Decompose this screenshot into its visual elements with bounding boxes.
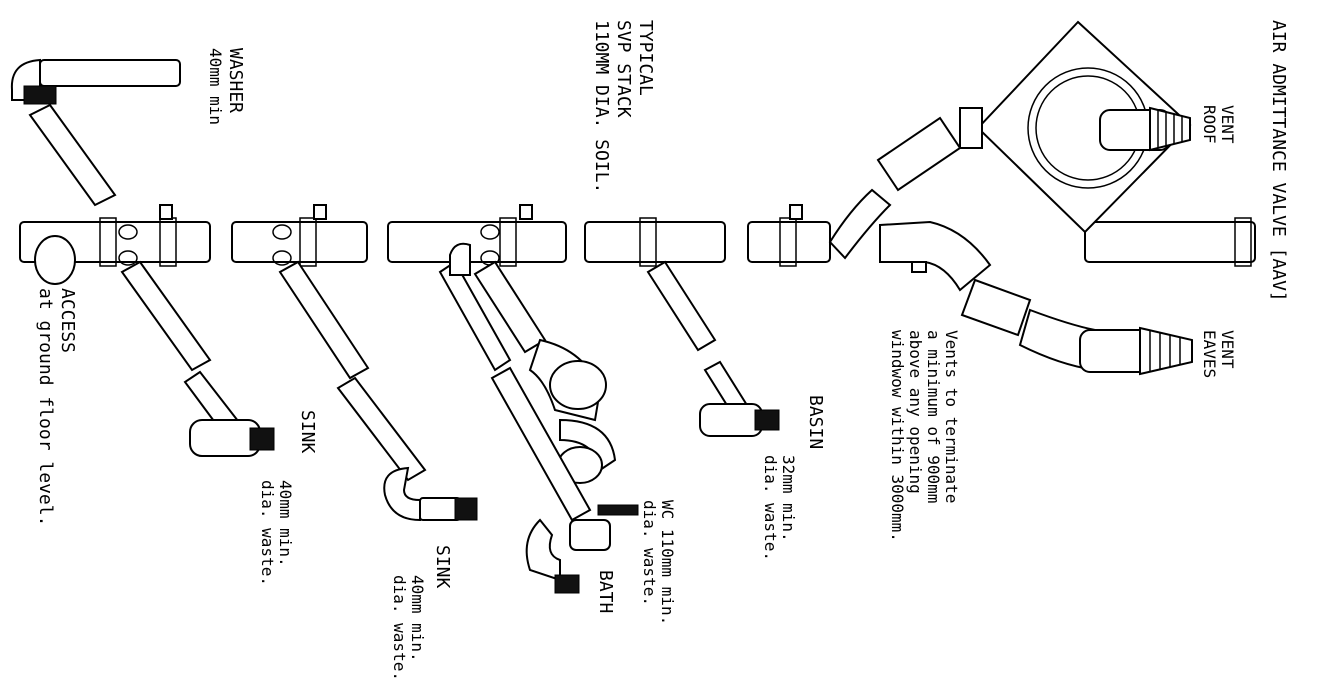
sink1-line-2: 40mm min. <box>276 480 295 567</box>
stack-label-line-2: SVP STACK <box>613 20 634 118</box>
stack-label-line-1: TYPICAL <box>635 20 656 96</box>
sink2-size-label: 40mm min. dia. waste. <box>390 575 427 681</box>
vents-note: Vents to terminate a minimum of 900mm ab… <box>888 330 961 542</box>
basin-pipe <box>646 260 780 437</box>
access-label: ACCESS at ground floor level. <box>35 288 78 526</box>
basin-line-2: 32mm min. <box>779 455 798 542</box>
sink1-size-label: 40mm min. dia. waste. <box>258 480 295 586</box>
access-line-2: at ground floor level. <box>35 288 56 526</box>
vent-eaves-line-2: EAVES <box>1200 330 1219 378</box>
access-cap <box>34 235 76 285</box>
sink2-line-1: SINK <box>432 545 453 589</box>
wc-line-1: WC 110mm min. <box>658 500 677 625</box>
sink2-pipe <box>278 260 478 522</box>
sink1-label: SINK <box>297 410 318 454</box>
bath-text: BATH <box>595 570 616 613</box>
basin-line-1: BASIN <box>805 395 826 449</box>
sink1-line-1: SINK <box>297 410 318 454</box>
washer-line-1: WASHER <box>225 48 246 113</box>
roof-vent <box>828 20 1192 260</box>
basin-label: BASIN <box>805 395 826 449</box>
sink2-line-2: 40mm min. <box>408 575 427 662</box>
vents-note-line-4: windwow within 3000mm. <box>888 330 907 542</box>
basin-line-3: dia. waste. <box>761 455 780 561</box>
wc-line-2: dia. waste. <box>640 500 659 606</box>
washer-line-2: 40mm min <box>206 48 225 125</box>
basin-size-label: 32mm min. dia. waste. <box>761 455 798 561</box>
vent-eaves-line-1: VENT <box>1218 330 1237 369</box>
sink1-pipe <box>120 260 275 457</box>
washer-pipe <box>10 58 181 207</box>
vents-note-line-3: above any opening <box>906 330 925 494</box>
washer-label: WASHER 40mm min <box>206 48 246 125</box>
aav-title-text: AIR ADMITTANCE VALVE [AAV] <box>1268 20 1289 302</box>
wc-label: WC 110mm min. dia. waste. <box>640 500 677 625</box>
sink2-label: SINK <box>432 545 453 589</box>
bath-label: BATH <box>595 570 616 613</box>
vent-eaves-label: VENT EAVES <box>1200 330 1237 378</box>
sink1-line-3: dia. waste. <box>258 480 277 586</box>
stack-label: TYPICAL SVP STACK 110MM DIA. SOIL. <box>591 20 656 193</box>
vent-roof-line-2: ROOF <box>1200 105 1219 144</box>
eaves-vent <box>879 220 1193 376</box>
vents-note-line-1: Vents to terminate <box>942 330 961 503</box>
vent-roof-line-1: VENT <box>1218 105 1237 144</box>
sink2-line-3: dia. waste. <box>390 575 409 681</box>
vents-note-line-2: a minimum of 900mm <box>924 330 943 503</box>
access-line-1: ACCESS <box>57 288 78 353</box>
svp-stack-pipe <box>19 204 1256 267</box>
aav-title: AIR ADMITTANCE VALVE [AAV] <box>1268 20 1289 302</box>
wc-bath-pipe <box>438 242 639 594</box>
stack-label-line-3: 110MM DIA. SOIL. <box>591 20 612 193</box>
vent-roof-label: VENT ROOF <box>1200 105 1237 144</box>
